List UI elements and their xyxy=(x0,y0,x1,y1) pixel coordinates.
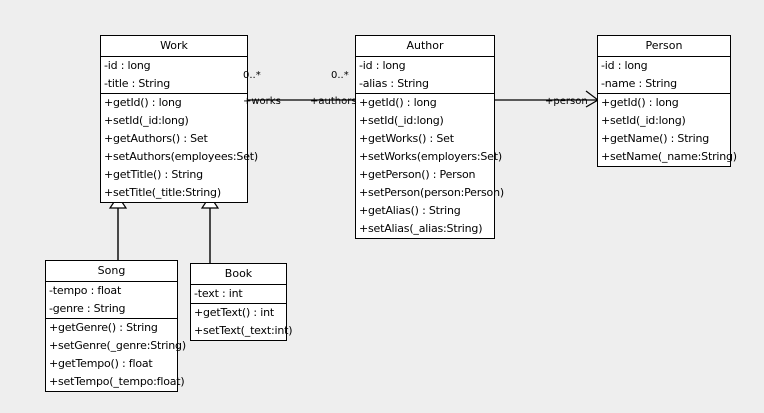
method-row: +getName() : String xyxy=(601,132,710,145)
method-row: +setTitle(_title:String) xyxy=(104,186,221,199)
attribute-row: -id : long xyxy=(601,59,648,72)
compartment-divider xyxy=(101,93,247,94)
class-name-work: Work xyxy=(160,39,188,52)
method-row: +setId(_id:long) xyxy=(104,114,189,127)
attributes-compartment-work: -id : long -title : String xyxy=(101,57,247,93)
attributes-compartment-book: -text : int xyxy=(191,285,286,303)
method-row: +setPerson(person:Person) xyxy=(359,186,504,199)
attribute-row: -genre : String xyxy=(49,302,126,315)
method-row: +setName(_name:String) xyxy=(601,150,737,163)
attribute-row: -text : int xyxy=(194,287,243,300)
attribute-row: -tempo : float xyxy=(49,284,122,297)
compartment-divider xyxy=(356,93,494,94)
role-person: +person xyxy=(545,96,588,107)
class-box-book[interactable]: Book -text : int +getText() : int +setTe… xyxy=(190,263,293,341)
compartment-divider xyxy=(598,56,730,57)
method-row: +setId(_id:long) xyxy=(601,114,686,127)
compartment-divider xyxy=(191,303,286,304)
method-row: +setAuthors(employees:Set) xyxy=(104,150,258,163)
method-row: +setAlias(_alias:String) xyxy=(359,222,483,235)
compartment-divider xyxy=(598,93,730,94)
methods-compartment-author: +getId() : long +setId(_id:long) +getWor… xyxy=(356,94,504,238)
method-row: +setText(_text:int) xyxy=(194,324,293,337)
compartment-divider xyxy=(356,56,494,57)
class-box-person[interactable]: Person -id : long -name : String +getId(… xyxy=(597,35,737,167)
methods-compartment-person: +getId() : long +setId(_id:long) +getNam… xyxy=(598,94,737,166)
attributes-compartment-song: -tempo : float -genre : String xyxy=(46,282,177,318)
method-row: +getId() : long xyxy=(104,96,182,109)
attribute-row: -id : long xyxy=(104,59,151,72)
method-row: +setId(_id:long) xyxy=(359,114,444,127)
method-row: +setWorks(employers:Set) xyxy=(359,150,502,163)
role-authors: +authors xyxy=(310,96,357,107)
compartment-divider xyxy=(101,56,247,57)
method-row: +getId() : long xyxy=(359,96,437,109)
attribute-row: -name : String xyxy=(601,77,677,90)
method-row: +setGenre(_genre:String) xyxy=(49,339,186,352)
compartment-divider xyxy=(46,318,177,319)
method-row: +getId() : long xyxy=(601,96,679,109)
class-name-author: Author xyxy=(406,39,444,52)
attribute-row: -alias : String xyxy=(359,77,429,90)
methods-compartment-book: +getText() : int +setText(_text:int) xyxy=(191,304,293,340)
attribute-row: -title : String xyxy=(104,77,171,90)
method-row: +getGenre() : String xyxy=(49,321,158,334)
method-row: +getPerson() : Person xyxy=(359,168,476,181)
attribute-row: -id : long xyxy=(359,59,406,72)
class-name-song: Song xyxy=(97,264,126,277)
method-row: +getAlias() : String xyxy=(359,204,461,217)
class-box-author[interactable]: Author -id : long -alias : String +getId… xyxy=(355,35,504,239)
class-name-book: Book xyxy=(224,267,253,280)
method-row: +getTitle() : String xyxy=(104,168,203,181)
methods-compartment-song: +getGenre() : String +setGenre(_genre:St… xyxy=(46,319,186,391)
compartment-divider xyxy=(46,281,177,282)
attributes-compartment-author: -id : long -alias : String xyxy=(356,57,494,93)
compartment-divider xyxy=(191,284,286,285)
attributes-compartment-person: -id : long -name : String xyxy=(598,57,730,93)
role-works: +works xyxy=(243,96,281,107)
methods-compartment-work: +getId() : long +setId(_id:long) +getAut… xyxy=(101,94,258,202)
multiplicity-work-end: 0..* xyxy=(243,70,261,81)
class-box-song[interactable]: Song -tempo : float -genre : String +get… xyxy=(45,260,186,392)
class-name-person: Person xyxy=(645,39,683,52)
multiplicity-author-end: 0..* xyxy=(331,70,349,81)
method-row: +getTempo() : float xyxy=(49,357,153,370)
class-box-work[interactable]: Work -id : long -title : String +getId()… xyxy=(100,35,258,203)
method-row: +getText() : int xyxy=(194,306,274,319)
method-row: +getWorks() : Set xyxy=(359,132,454,145)
method-row: +setTempo(_tempo:float) xyxy=(49,375,185,388)
method-row: +getAuthors() : Set xyxy=(104,132,208,145)
